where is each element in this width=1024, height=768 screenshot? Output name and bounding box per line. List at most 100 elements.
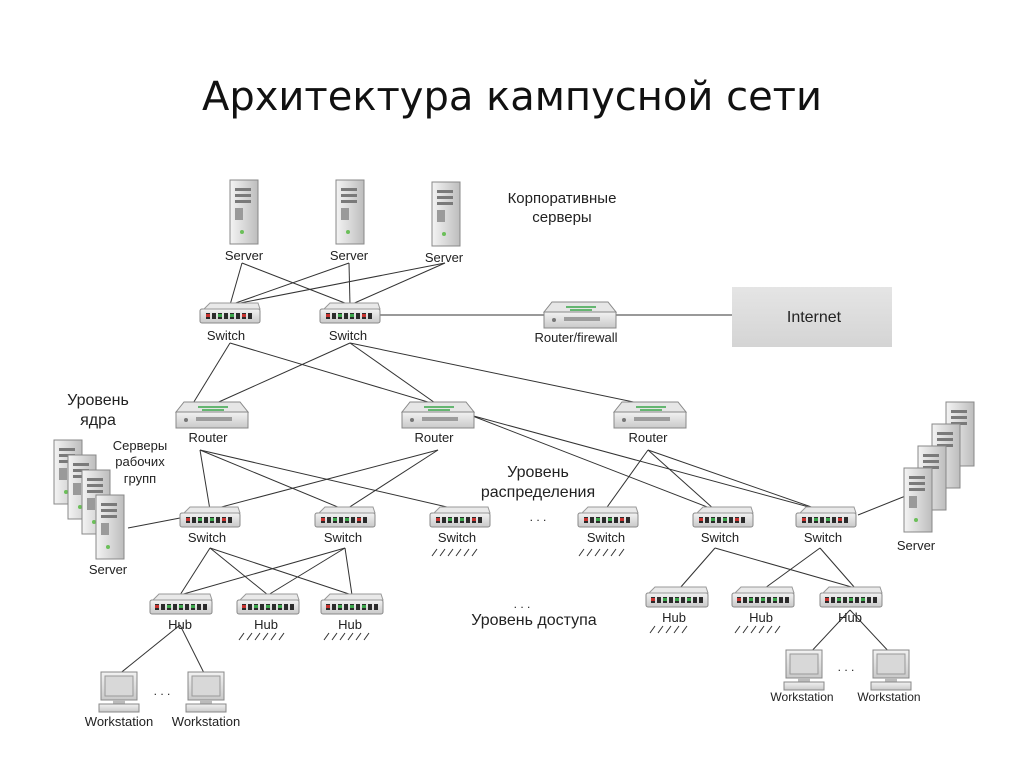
switch-label: Switch bbox=[328, 328, 368, 343]
link-line bbox=[349, 342, 439, 406]
server-icon bbox=[431, 181, 461, 247]
workstation-icon bbox=[783, 649, 825, 691]
stub-lines bbox=[578, 548, 625, 557]
link-line bbox=[469, 414, 716, 511]
stub-lines bbox=[431, 548, 478, 557]
link-line bbox=[209, 547, 269, 596]
hub-label: Hub bbox=[662, 610, 686, 625]
switch-label: Switch bbox=[803, 530, 843, 545]
link-line bbox=[604, 449, 649, 511]
server-label: Server bbox=[329, 248, 369, 263]
switch-label: Switch bbox=[700, 530, 740, 545]
switch-icon bbox=[199, 302, 261, 324]
workstation-icon bbox=[870, 649, 912, 691]
link-line bbox=[807, 609, 851, 656]
switch-label: Switch bbox=[586, 530, 626, 545]
hub-label: Hub bbox=[168, 617, 192, 632]
switch-icon bbox=[314, 506, 376, 528]
hub-icon bbox=[731, 586, 795, 608]
link-line bbox=[211, 342, 351, 406]
workstation-label: Workstation bbox=[770, 690, 834, 704]
hub-label: Hub bbox=[749, 610, 773, 625]
switch-icon bbox=[692, 506, 754, 528]
link-line bbox=[679, 547, 716, 589]
link-line bbox=[348, 262, 351, 306]
workstation-label: Workstation bbox=[857, 690, 921, 704]
internet-label: Internet bbox=[786, 309, 842, 326]
hub-icon bbox=[149, 593, 213, 615]
router-label: Router bbox=[414, 430, 454, 445]
switch-label: Switch bbox=[206, 328, 246, 343]
dots-label: . . . bbox=[837, 660, 855, 674]
link-line bbox=[209, 449, 439, 511]
server-label: Server bbox=[424, 250, 464, 265]
link-line bbox=[179, 547, 211, 596]
workstation-label: Workstation bbox=[171, 714, 241, 729]
router-firewall-label: Router/firewall bbox=[534, 330, 618, 345]
distribution-level-note: Уровень распределения bbox=[480, 464, 596, 501]
link-line bbox=[267, 547, 346, 596]
link-line bbox=[229, 262, 243, 306]
router-icon bbox=[401, 401, 475, 429]
link-line bbox=[344, 547, 353, 596]
router-label: Router bbox=[628, 430, 668, 445]
router-label: Router bbox=[188, 430, 228, 445]
hub-label: Hub bbox=[254, 617, 278, 632]
slide-title: Архитектура кампусной сети bbox=[202, 74, 822, 120]
server-label: Server bbox=[896, 538, 936, 553]
link-line bbox=[229, 262, 446, 306]
stub-lines bbox=[323, 632, 370, 641]
link-line bbox=[199, 449, 461, 511]
corporate-servers-note: Корпоративные серверы bbox=[507, 190, 617, 226]
server-icon bbox=[903, 467, 933, 533]
switch-label: Switch bbox=[187, 530, 227, 545]
link-line bbox=[764, 547, 821, 589]
switch-icon bbox=[319, 302, 381, 324]
stub-lines bbox=[649, 625, 688, 634]
server-icon bbox=[229, 179, 259, 245]
dots-label: . . . bbox=[153, 684, 171, 698]
link-line bbox=[241, 262, 351, 306]
link-line bbox=[179, 547, 346, 596]
router-firewall-icon bbox=[543, 301, 617, 329]
hub-label: Hub bbox=[338, 617, 362, 632]
hub-icon bbox=[819, 586, 883, 608]
workstation-label: Workstation bbox=[84, 714, 154, 729]
switch-icon bbox=[429, 506, 491, 528]
link-line bbox=[117, 624, 181, 676]
switch-label: Switch bbox=[437, 530, 477, 545]
switch-icon bbox=[795, 506, 857, 528]
server-label: Server bbox=[224, 248, 264, 263]
link-line bbox=[819, 547, 856, 589]
link-line bbox=[191, 342, 231, 406]
link-line bbox=[199, 449, 211, 511]
link-line bbox=[647, 449, 716, 511]
server-icon bbox=[335, 179, 365, 245]
link-line bbox=[349, 342, 649, 406]
link-line bbox=[199, 449, 346, 511]
switch-icon bbox=[179, 506, 241, 528]
link-line bbox=[714, 547, 856, 589]
switch-label: Switch bbox=[323, 530, 363, 545]
link-line bbox=[849, 609, 893, 656]
link-line bbox=[349, 262, 446, 306]
workgroup-servers-note: Серверы рабочих групп bbox=[112, 438, 168, 486]
access-level-note: Уровень доступа bbox=[471, 612, 597, 629]
link-line bbox=[179, 624, 206, 676]
link-line bbox=[229, 262, 350, 306]
hub-label: Hub bbox=[838, 610, 862, 625]
workstation-icon bbox=[185, 671, 227, 713]
link-line bbox=[229, 342, 439, 406]
dots-label: . . . bbox=[513, 597, 531, 611]
link-line bbox=[344, 449, 439, 511]
router-icon bbox=[175, 401, 249, 429]
stub-lines bbox=[734, 625, 781, 634]
hub-icon bbox=[236, 593, 300, 615]
stub-lines bbox=[238, 632, 285, 641]
hub-icon bbox=[645, 586, 709, 608]
link-line bbox=[127, 517, 181, 529]
server-label: Server bbox=[88, 562, 128, 577]
link-line bbox=[469, 414, 821, 511]
